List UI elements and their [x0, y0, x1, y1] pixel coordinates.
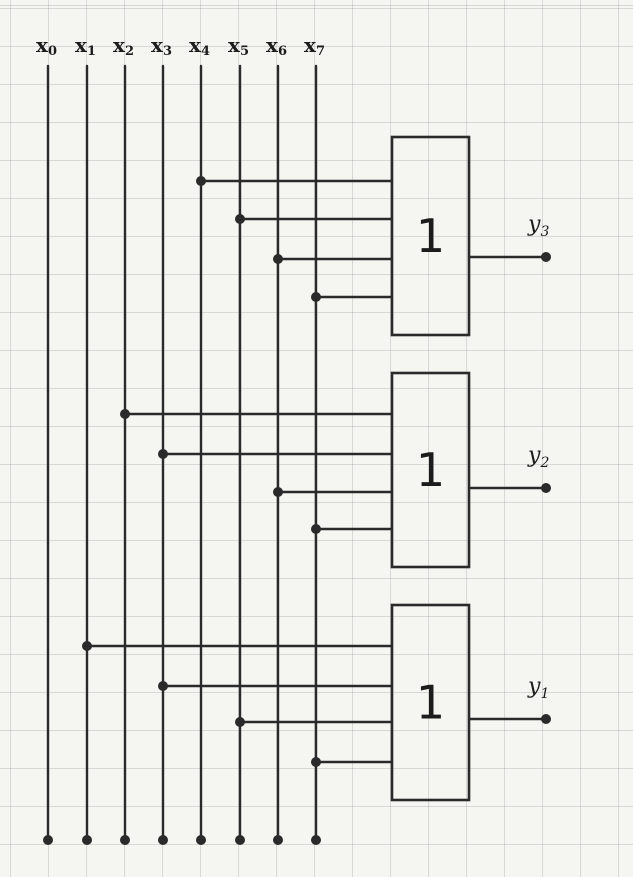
input-subscript-5: 5	[240, 44, 249, 59]
gate-1-box	[390, 135, 471, 337]
gate-2-junction-x2	[120, 409, 130, 419]
input-terminal-x1	[82, 835, 92, 845]
gates-layer: 1 1 1	[390, 135, 471, 802]
gate-2-junction-x6	[273, 487, 283, 497]
input-terminal-x6	[273, 835, 283, 845]
input-label-x5: x5	[228, 33, 249, 59]
output-subscript-1: 1	[540, 686, 549, 702]
gate-2-symbol: 1	[416, 443, 445, 497]
input-subscript-2: 2	[125, 44, 134, 59]
input-subscript-4: 4	[201, 44, 210, 59]
gate-2-junction-x3	[158, 449, 168, 459]
gate-1-symbol: 1	[416, 209, 445, 263]
output-label-y3: y3	[527, 212, 549, 240]
input-terminal-x0	[43, 835, 53, 845]
gate-3-symbol: 1	[416, 676, 445, 730]
input-label-x7: x7	[304, 33, 325, 59]
input-label-x1: x1	[75, 33, 96, 59]
input-label-x2: x2	[113, 33, 134, 59]
gate-3-output-terminal	[541, 714, 551, 724]
input-terminal-x7	[311, 835, 321, 845]
gate-2-junction-x7	[311, 524, 321, 534]
gate-1-junction-x5	[235, 214, 245, 224]
gate-3-junction-x1	[82, 641, 92, 651]
input-terminal-x5	[235, 835, 245, 845]
gate-3-box	[390, 603, 471, 802]
input-subscript-6: 6	[278, 44, 287, 59]
wires-layer	[43, 64, 551, 845]
output-subscript-3: 3	[540, 224, 549, 240]
input-terminal-x2	[120, 835, 130, 845]
gate-3-junction-x3	[158, 681, 168, 691]
input-terminal-x3	[158, 835, 168, 845]
gate-3-junction-x5	[235, 717, 245, 727]
gate-1-junction-x6	[273, 254, 283, 264]
gate-1-junction-x7	[311, 292, 321, 302]
input-subscript-3: 3	[163, 44, 172, 59]
input-label-x6: x6	[266, 33, 287, 59]
input-label-x0: x0	[36, 33, 57, 59]
gate-3-junction-x7	[311, 757, 321, 767]
input-label-x4: x4	[189, 33, 210, 59]
gate-2-box	[390, 371, 471, 569]
labels-layer: x0 x1 x2 x3 x4 x5 x6 x7 y3 y2 y1	[36, 33, 549, 702]
output-label-y1: y1	[527, 674, 549, 702]
input-subscript-1: 1	[87, 44, 96, 59]
input-label-x3: x3	[151, 33, 172, 59]
gate-1-output-terminal	[541, 252, 551, 262]
input-subscript-0: 0	[48, 44, 57, 59]
output-subscript-2: 2	[539, 455, 549, 471]
gate-2-output-terminal	[541, 483, 551, 493]
output-label-y2: y2	[527, 443, 549, 471]
input-subscript-7: 7	[316, 44, 325, 59]
gate-1-junction-x4	[196, 176, 206, 186]
input-terminal-x4	[196, 835, 206, 845]
